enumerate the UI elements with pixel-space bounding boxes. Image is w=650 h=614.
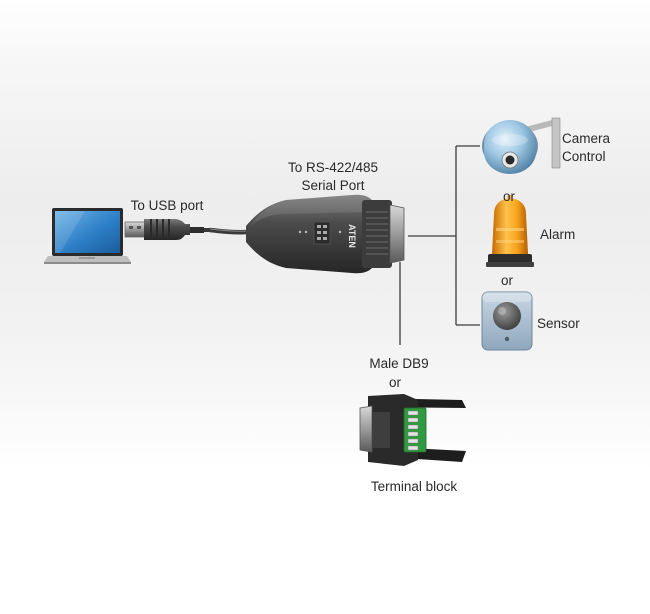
serial-port-label-line2: Serial Port (301, 178, 365, 193)
sensor-icon (481, 291, 533, 351)
usb-plug-icon (124, 219, 210, 240)
camera-label-line2: Control (562, 149, 606, 164)
camera-label-line1: Camera (562, 131, 611, 146)
sensor-label: Sensor (537, 316, 580, 331)
usb-port-label: To USB port (130, 198, 204, 213)
alarm-label: Alarm (540, 227, 576, 242)
or-label-1: or (502, 189, 515, 204)
usb-serial-adapter-icon: ATEN (246, 194, 405, 274)
terminal-block-icon (359, 394, 466, 466)
aten-brand-mark: ATEN (347, 224, 357, 248)
terminal-block-label: Terminal block (370, 479, 458, 494)
serial-port-label-line1: To RS-422/485 (287, 160, 379, 175)
male-db9-label: Male DB9 (369, 356, 429, 371)
alarm-light-icon (486, 195, 534, 267)
laptop-icon (44, 208, 131, 264)
connection-lines (399, 145, 480, 345)
camera-icon (482, 117, 561, 174)
or-label-3: or (388, 375, 401, 390)
usb-cable (207, 227, 251, 235)
or-label-2: or (500, 273, 513, 288)
